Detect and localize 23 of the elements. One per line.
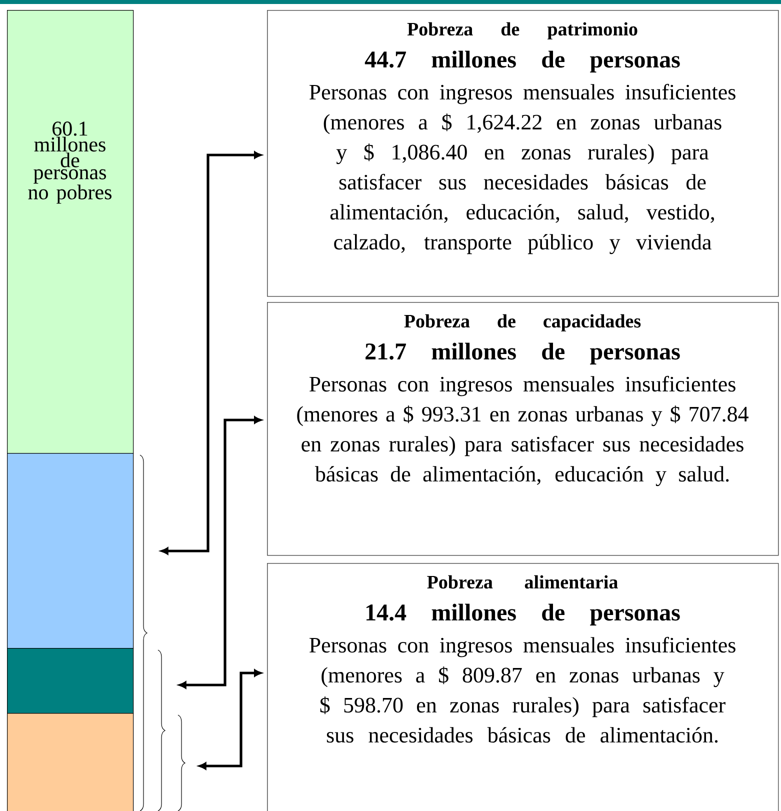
box-subtitle: 21.7 millones de personas — [366, 342, 680, 364]
box-title: Pobreza alimentaria — [427, 575, 618, 589]
bar-segment — [7, 10, 134, 454]
bar-segment — [7, 648, 134, 714]
box-description: Personas con ingresos mensuales insuficientes (menores a $ 1,624.22 en zonas urbanas y $ 1,086.40 en zonas rurales) para satisfacer sus necesidades básicas de alimentación, educación, salud, vestido, calzado, transporte público y vivienda — [309, 84, 736, 254]
description-box — [267, 10, 779, 297]
curly-brace — [158, 650, 166, 811]
bar-segment — [7, 713, 134, 811]
box-description: Personas con ingresos mensuales insuficientes (menores a $ 993.31 en zonas urbanas y $ 707.84 en zonas rurales) para satisfacer sus necesidades básicas de alimentación, educación y salud. — [297, 376, 748, 486]
box-title: Pobreza de capacidades — [404, 314, 641, 332]
description-box — [267, 302, 779, 556]
arrow — [198, 669, 262, 770]
bar-segment — [7, 453, 134, 649]
description-box — [267, 563, 779, 811]
box-description: Personas con ingresos mensuales insuficientes (menores a $ 809.87 en zonas urbanas y $ 598.70 en zonas rurales) para satisfacer sus necesidades básicas de alimentación. — [309, 636, 736, 743]
arrow — [178, 416, 262, 689]
box-title: Pobreza de patrimonio — [407, 22, 638, 40]
curly-brace — [140, 454, 148, 811]
box-subtitle: 14.4 millones de personas — [366, 604, 680, 626]
box-subtitle: 44.7 millones de personas — [364, 50, 680, 72]
curly-brace — [178, 714, 186, 811]
arrow — [160, 151, 262, 555]
bar-label: 60.1 millones de personas no pobres — [28, 122, 112, 204]
